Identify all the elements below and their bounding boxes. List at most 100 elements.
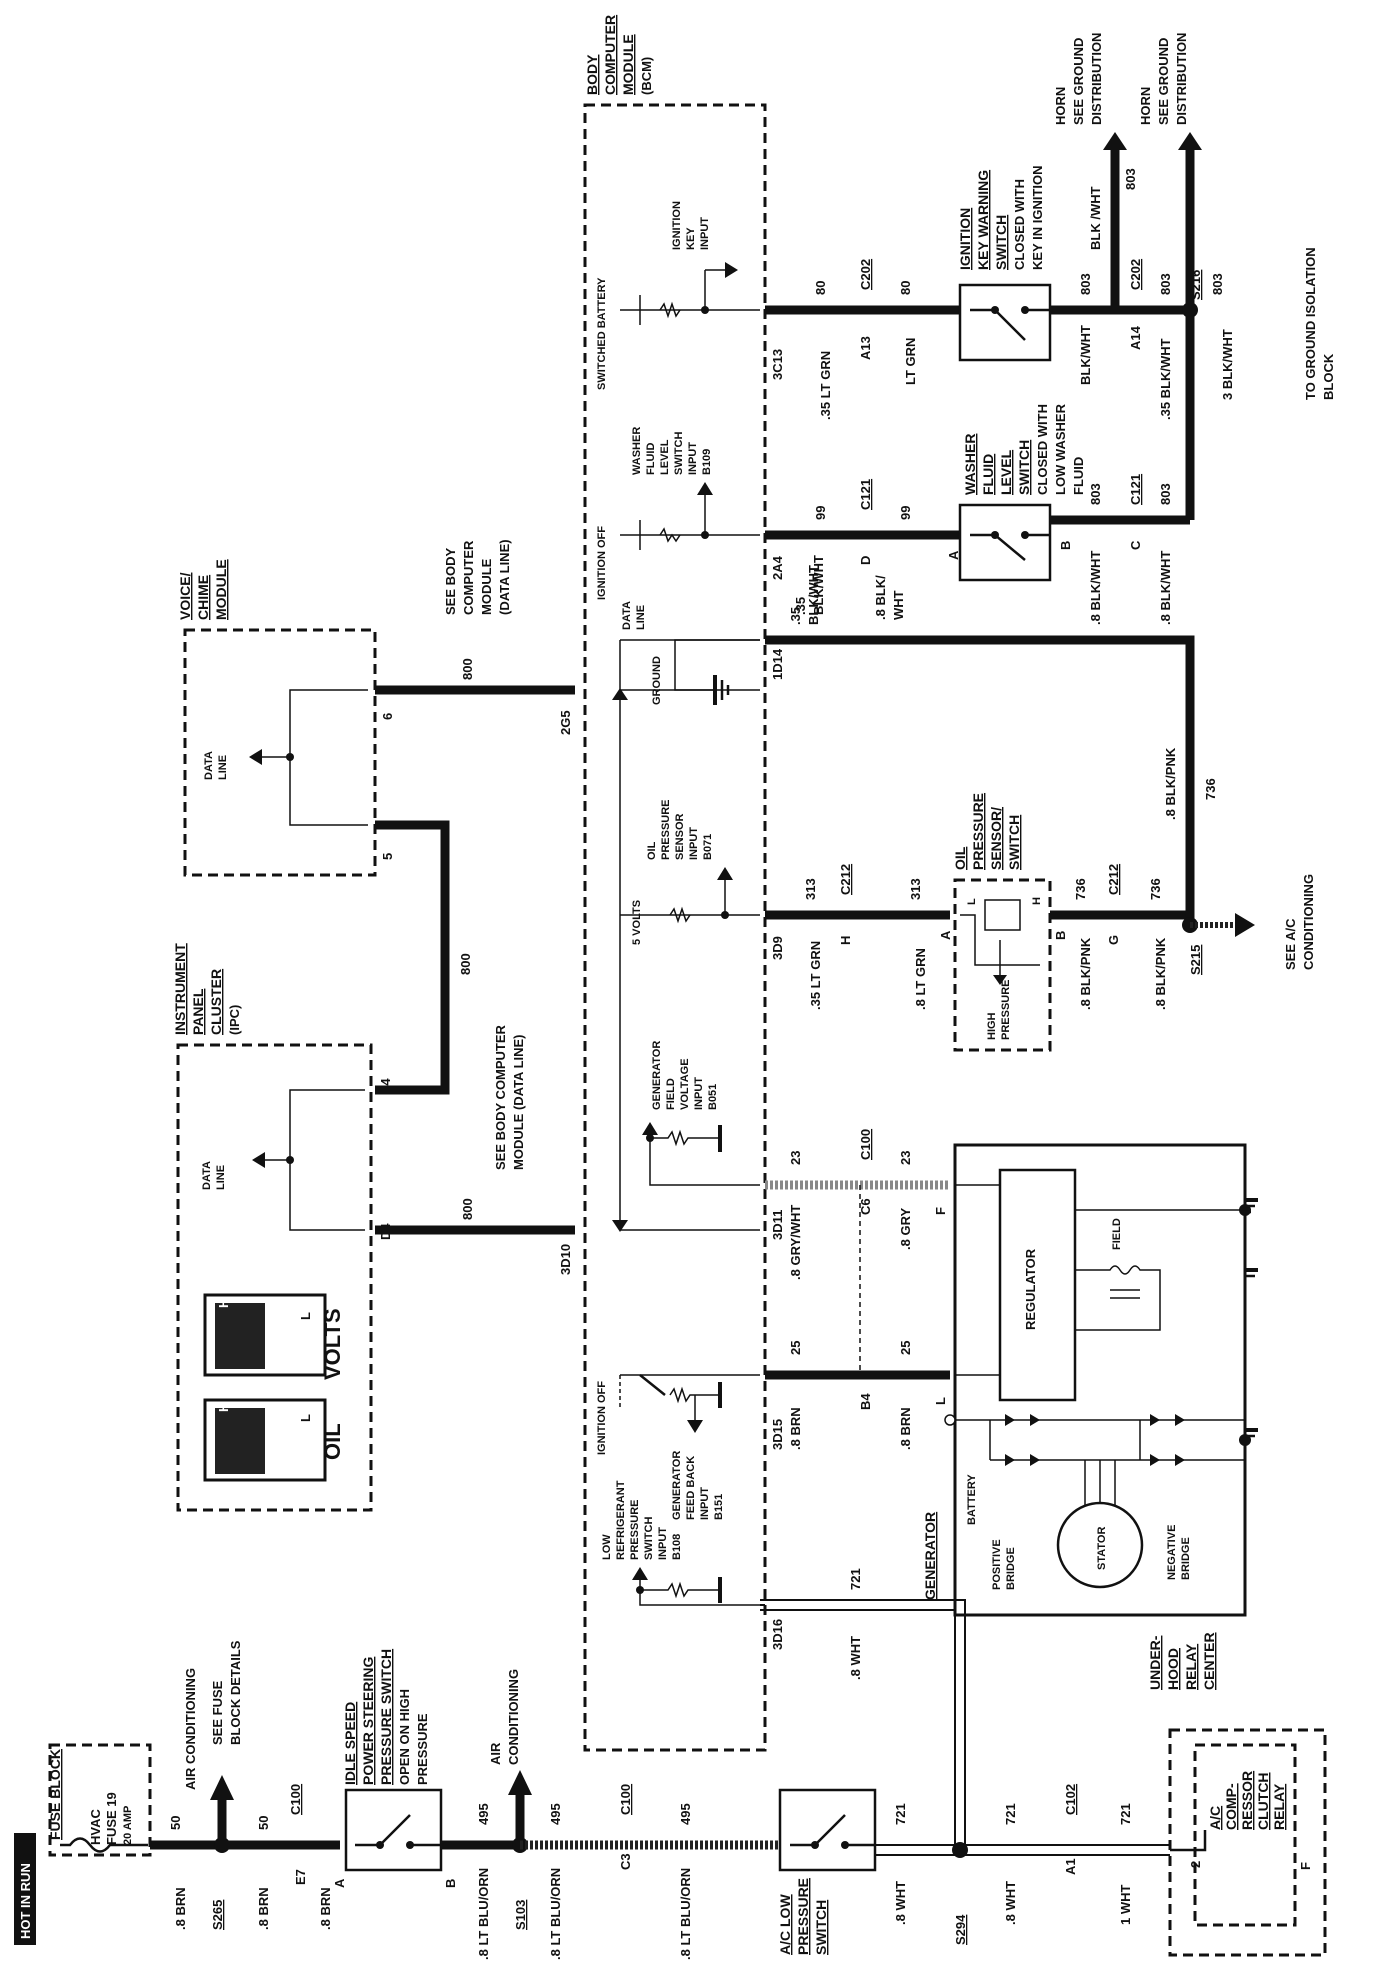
bcm-low-ref-1: LOW [601,1534,613,1560]
bcm-washer-3: LEVEL [659,439,671,475]
wire-num-721-c: 721 [1003,1803,1018,1825]
oil-term-h: H [1031,897,1043,905]
idle-switch-title-3: PRESSURE SWITCH [378,1649,394,1785]
oil-inner-2: PRESSURE [1000,979,1012,1040]
voice-data-line-1: DATA [203,751,215,780]
ipc-data-line-2: LINE [215,1165,227,1190]
see-ac-line-2: CONDITIONING [1301,874,1316,970]
wire-gauge-803-c: .35 BLK/WHT [1158,338,1173,420]
battery-label: BATTERY [966,1474,978,1525]
ac-arrow-label-1: AIR [488,1742,503,1765]
bcm-pin-3d10: 3D10 [558,1244,573,1275]
bcm-washer-6: B109 [701,449,713,475]
generator-title: GENERATOR [922,1512,938,1600]
relay-center-title-1: UNDER- [1147,1635,1163,1690]
bcm-gen-fb-1: GENERATOR [671,1451,683,1520]
oil-title-1: OIL [952,846,968,870]
see-bcm-mid-1: SEE BODY COMPUTER [493,1024,508,1170]
pin-b4: B4 [858,1393,873,1410]
wire-gauge-99-d: WHT [891,590,906,620]
oil-pin-a: A [938,930,953,940]
bcm-pin-3d9: 3D9 [770,936,785,960]
relay-title-3: RESSOR [1239,1771,1255,1830]
bcm-ground: GROUND [651,656,663,705]
wire-num-313: 313 [803,878,818,900]
stator-label: STATOR [1096,1527,1108,1570]
oil-sensor-box [953,878,1052,1052]
wire-gauge-23: .8 GRY/WHT [788,1205,803,1280]
arrow-left-icon-ipc [252,1152,265,1168]
splice-label-s103: S103 [513,1900,528,1930]
bcm-key-input-2: KEY [685,227,697,250]
pin-a-idle: A [332,1878,347,1888]
relay-title-1: A/C [1207,1806,1223,1830]
ac-low-switch-box [778,1788,877,1872]
pin-h-oil: H [838,936,853,945]
voice-pin-5: 5 [380,853,395,860]
oil-pin-b: B [1053,931,1068,940]
voice-pin-6: 6 [380,713,395,720]
conn-c100-gen: C100 [858,1129,873,1160]
wire-gauge-803-a: BLK/WHT [1078,325,1093,385]
ipc-box [176,1043,373,1512]
arrow-left-icon-voice [249,749,262,765]
washer-switch-box [958,503,1052,582]
wire-num-80-b: 80 [898,281,913,295]
fuse-name-line: HVAC [88,1809,103,1845]
arrow-right-icon-key [725,262,738,278]
bcm-box [583,103,767,1752]
pin-a14: A14 [1128,325,1143,350]
wire-gauge-721-d: 1 WHT [1118,1885,1133,1926]
wire-num-25: 25 [788,1341,803,1355]
bcm-title-3: MODULE [620,34,636,95]
idle-switch-title-1: IDLE SPEED [342,1702,358,1785]
pin-e7: E7 [293,1869,308,1885]
bcm-ignition-off-2: IGNITION OFF [596,1381,608,1455]
voice-title-1: VOICE/ [177,572,193,620]
bcm-low-ref-2: REFRIGERANT [615,1480,627,1560]
hot-in-run-label: HOT IN RUN [18,1863,33,1939]
pin-a13: A13 [858,336,873,360]
wire-gauge-495: .8 LT BLU/ORN [476,1868,491,1960]
bcm-title-4: (BCM) [639,57,654,95]
bcm-low-ref-5: INPUT [657,1527,669,1560]
bcm-pin-1d14: 1D14 [770,648,785,680]
bcm-washer-1: WASHER [631,427,643,475]
wire-num-721-d: 721 [1118,1803,1133,1825]
bcm-gen-field-3: VOLTAGE [679,1058,691,1110]
bcm-gen-fb-2: FEED BACK [685,1456,697,1520]
voice-chime-box [183,628,377,877]
wire-num-736: 736 [1203,778,1218,800]
bcm-washer-4: SWITCH [673,432,685,475]
wire-gauge-736-b: .8 BLK/PNK [1078,937,1093,1010]
idle-switch-title-2: POWER STEERING [360,1657,376,1785]
wire-gauge-803-e: .8 BLK/WHT [1088,551,1103,625]
pin-c3: C3 [618,1853,633,1870]
relay-pin-2: 2 [1188,1861,1203,1868]
relay-title-5: RELAY [1271,1783,1287,1830]
bcm-pin-3d11: 3D11 [770,1210,785,1240]
fuse-block-title: FUSE BLOCK [47,1749,63,1840]
idle-switch-box [344,1788,443,1872]
bcm-low-ref-6: B108 [671,1534,683,1560]
neg-bridge-1: NEGATIVE [1166,1525,1178,1580]
bcm-oil-3: SENSOR [674,813,686,860]
washer-title-3: LEVEL [998,449,1014,495]
relay-title-2: COMP- [1223,1783,1239,1830]
pin-c-washer: C [1128,540,1143,550]
ipc-title-3: CLUSTER [208,969,224,1035]
washer-note-2: LOW WASHER [1053,403,1068,495]
bcm-oil-4: INPUT [688,827,700,860]
conn-c100-s103: C100 [618,1784,633,1815]
wire-gauge-99-c: .8 BLK/ [873,575,888,620]
bcm-oil-1: OIL [646,841,658,860]
oil-l: L [298,1414,313,1422]
wire-gauge-803-b: BLK /WHT [1088,186,1103,250]
bcm-gen-field-4: INPUT [693,1077,705,1110]
oil-title-2: PRESSURE [970,793,986,870]
wire-num-800-a: 800 [460,658,475,680]
conn-c121-a: C121 [858,479,873,510]
oil-h: H [216,1403,231,1412]
wire-num-25-b: 25 [898,1341,913,1355]
